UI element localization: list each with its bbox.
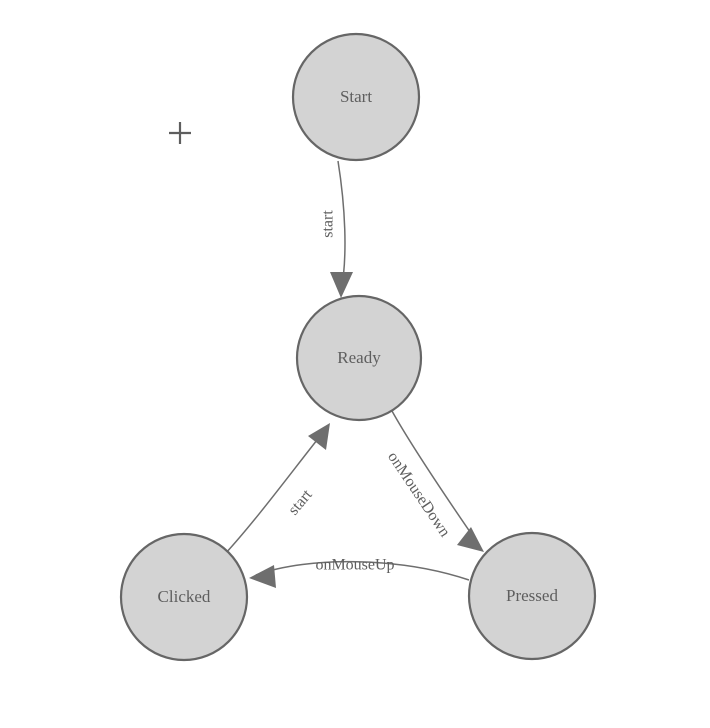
edge-line-pressed-to-clicked — [255, 560, 470, 581]
arrowhead-icon — [330, 272, 353, 298]
node-clicked[interactable]: Clicked — [119, 532, 249, 662]
node-shape-clicked[interactable] — [119, 532, 249, 662]
edge-label-ready-to-pressed: onMouseDown — [384, 449, 453, 540]
edge-label-pressed-to-clicked: onMouseUp — [315, 557, 394, 574]
edge-start-to-ready[interactable]: start — [320, 160, 353, 298]
edge-label-clicked-to-ready: start — [285, 486, 316, 518]
markers-layer — [169, 122, 191, 144]
edge-line-clicked-to-ready — [224, 429, 326, 555]
node-shape-start[interactable] — [291, 32, 421, 162]
node-start[interactable]: Start — [291, 32, 421, 162]
node-label-start: Start — [340, 87, 372, 106]
node-pressed[interactable]: Pressed — [467, 531, 597, 661]
node-shape-ready[interactable] — [295, 294, 423, 422]
edge-ready-to-pressed[interactable]: onMouseDown — [384, 410, 484, 552]
node-ready[interactable]: Ready — [295, 294, 423, 422]
arrowhead-icon — [457, 527, 484, 552]
node-label-ready: Ready — [337, 348, 381, 367]
node-label-clicked: Clicked — [158, 587, 211, 606]
edge-label-start-to-ready: start — [320, 210, 337, 238]
edge-pressed-to-clicked[interactable]: onMouseUp — [249, 557, 470, 588]
edge-clicked-to-ready[interactable]: start — [224, 423, 330, 555]
arrowhead-icon — [308, 423, 330, 450]
arrowhead-icon — [249, 565, 276, 588]
edge-line-ready-to-pressed — [391, 410, 480, 546]
node-label-pressed: Pressed — [506, 586, 558, 605]
plus-marker-icon — [169, 122, 191, 144]
node-shape-pressed[interactable] — [467, 531, 597, 661]
